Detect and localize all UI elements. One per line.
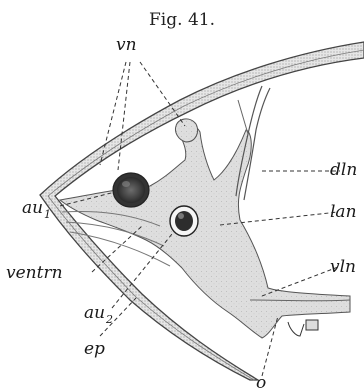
label-o: o <box>256 373 266 391</box>
label-au2-sub: 2 <box>105 313 113 326</box>
eye-au2 <box>170 206 198 236</box>
label-au2: au <box>84 303 105 323</box>
label-vn: vn <box>116 35 137 55</box>
label-au1-sub: 1 <box>44 208 51 221</box>
label-au1: au <box>22 198 43 218</box>
label-lan: lan <box>330 202 357 222</box>
label-ventrn: ventrn <box>6 263 63 283</box>
eye-au1 <box>113 173 149 207</box>
label-vln: vln <box>330 257 356 277</box>
label-dln: dln <box>330 160 357 180</box>
label-ep: ep <box>84 339 105 359</box>
